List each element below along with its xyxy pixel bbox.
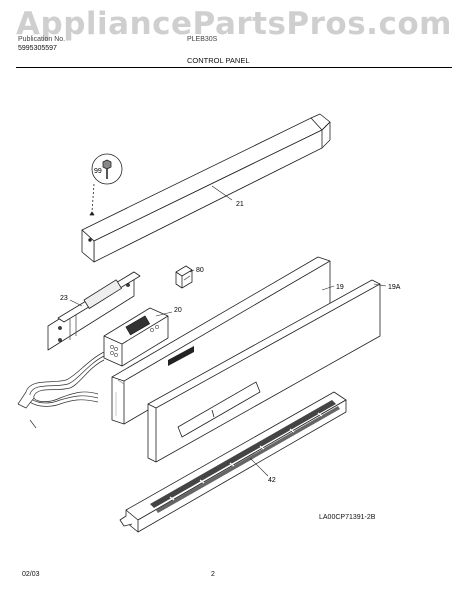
part-99-screw — [89, 153, 123, 216]
callout-19: 19 — [336, 284, 344, 291]
publication-label: Publication No. — [18, 36, 66, 43]
callout-42: 42 — [268, 477, 276, 484]
part-80-clip — [175, 265, 193, 289]
part-19a-front-glass — [147, 279, 381, 463]
callout-20: 20 — [174, 307, 182, 314]
part-21-top-trim — [81, 113, 331, 263]
callout-99: 99 — [94, 168, 102, 175]
publication-number: 5995305597 — [18, 45, 57, 52]
callout-80: 80 — [196, 267, 204, 274]
page-number: 2 — [211, 571, 215, 578]
callout-19a: 19A — [388, 284, 401, 291]
part-19-control-panel — [111, 256, 331, 425]
ribbon-cable — [17, 351, 105, 429]
part-20-control-board — [103, 307, 169, 367]
part-42-grille — [119, 391, 347, 533]
callout-23: 23 — [60, 295, 68, 302]
part-23-bracket — [47, 271, 141, 351]
header-rule — [16, 67, 452, 68]
footer-date: 02/03 — [22, 571, 40, 578]
model-label: PLEB30S — [187, 36, 218, 43]
leader-lines — [69, 185, 387, 477]
watermark: AppliancePartsPros.com — [16, 6, 452, 42]
callout-21: 21 — [236, 201, 244, 208]
reference-code: LA00CP71391-2B — [319, 514, 376, 521]
section-title: CONTROL PANEL — [187, 56, 250, 65]
